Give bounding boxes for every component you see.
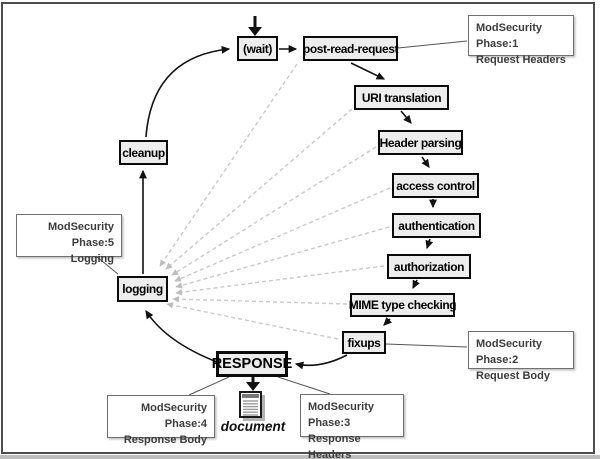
arrow-response-to-logging xyxy=(145,310,218,363)
node-logging: logging xyxy=(117,276,168,302)
annotation-modsecurity-phase3: ModSecurity Phase:3 Response Headers xyxy=(300,394,404,459)
logging-dashed-arrows xyxy=(159,63,391,340)
bottom-strip xyxy=(0,455,600,459)
annotation-line: Response Headers xyxy=(308,432,361,459)
annotation-line: Request Body xyxy=(476,369,550,382)
response-to-document-arrowhead xyxy=(246,382,260,391)
node-authentication: authentication xyxy=(392,213,481,238)
node-response: RESPONSE xyxy=(212,351,292,377)
diagram-frame-border xyxy=(1,2,595,454)
annotation-connector-lines xyxy=(96,40,468,396)
node-mime-type-checking: MIME type checking xyxy=(349,293,457,317)
node-post-read-request: post-read-request xyxy=(303,36,399,61)
node-access-control: access control xyxy=(392,173,479,198)
document-icon xyxy=(239,391,265,421)
node-fixups: fixups xyxy=(342,331,386,354)
annotation-modsecurity-phase2: ModSecurity Phase:2 Request Body xyxy=(468,331,574,382)
arrow-fixups-to-response xyxy=(294,354,348,370)
annotation-line: Request Headers xyxy=(476,53,566,66)
entry-arrowhead xyxy=(248,27,262,36)
annotation-modsecurity-phase4: ModSecurity Phase:4 Response Body xyxy=(107,395,215,446)
annotation-line: ModSecurity Phase:5 xyxy=(47,221,114,249)
arrow-uri-translation-to-header-parsing xyxy=(400,110,412,124)
arrow-cleanup-to-wait xyxy=(145,45,231,138)
annotation-modsecurity-phase1: ModSecurity Phase:1 Request Headers xyxy=(468,15,574,66)
arrow-mime-type-checking-to-fixups xyxy=(383,316,393,326)
arrow-post-read-request-to-uri-translation xyxy=(350,62,386,80)
flow-arrows xyxy=(139,16,437,391)
annotation-line: ModSecurity Phase:2 xyxy=(476,338,543,366)
node-authorization: authorization xyxy=(387,254,471,279)
annotation-line: ModSecurity Phase:3 xyxy=(308,401,375,429)
annotation-line: Logging xyxy=(70,252,114,265)
node-uri-translation: URI translation xyxy=(354,85,449,110)
node-wait: (wait) xyxy=(237,36,278,61)
annotation-line: ModSecurity Phase:4 xyxy=(140,402,207,430)
annotation-modsecurity-phase5: ModSecurity Phase:5 Logging xyxy=(16,214,122,265)
document-label: document xyxy=(220,419,286,434)
annotation-line: ModSecurity Phase:1 xyxy=(476,22,543,50)
arrow-authentication-to-authorization xyxy=(425,238,434,250)
annotation-line: Response Body xyxy=(123,433,207,446)
node-cleanup: cleanup xyxy=(119,140,168,165)
node-header-parsing: Header parsing xyxy=(378,130,463,155)
arrow-header-parsing-to-access-control xyxy=(421,156,430,168)
arrow-authorization-to-mime-type-checking xyxy=(412,279,420,290)
